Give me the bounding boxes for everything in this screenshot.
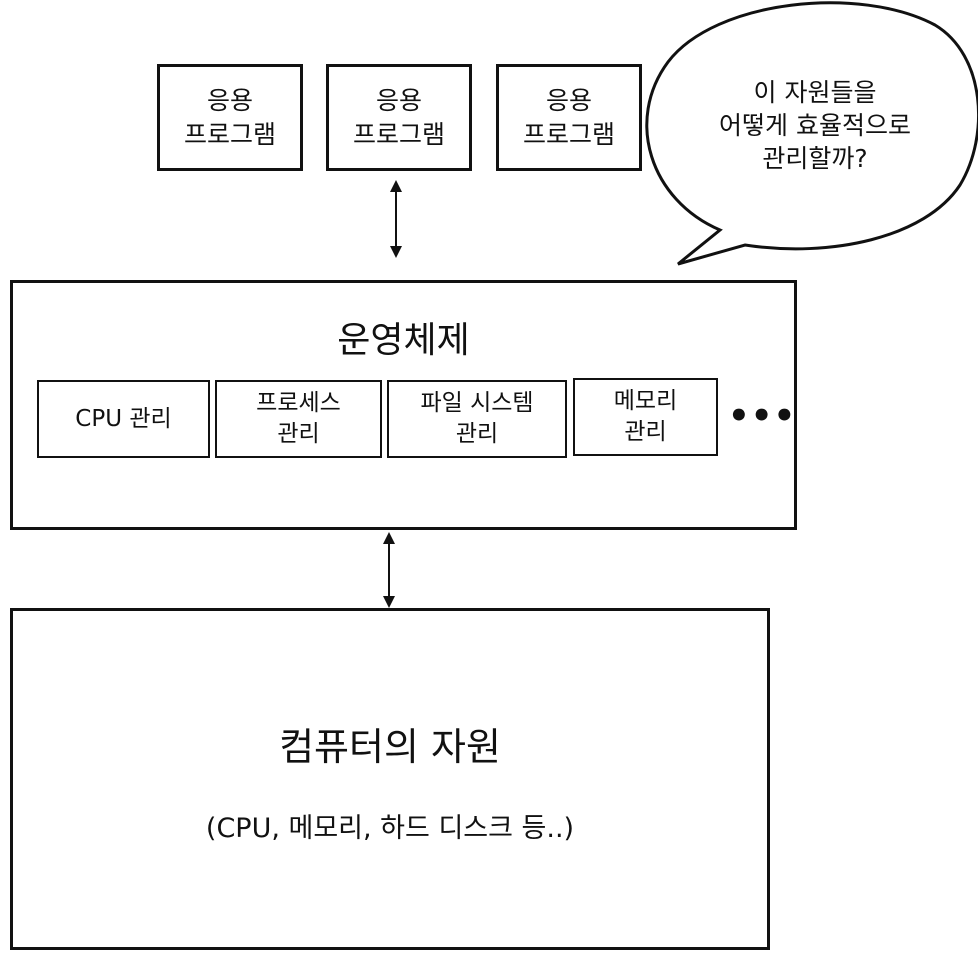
os-module-label: 메모리 — [613, 388, 678, 414]
resources-subtitle: (CPU, 메모리, 하드 디스크 등..) — [205, 813, 575, 844]
resources-title: 컴퓨터의 자원 — [279, 725, 501, 769]
arrow-apps-os — [390, 180, 402, 258]
os-module-label: 파일 시스템 — [420, 390, 534, 416]
os-module-label: 관리 — [455, 421, 499, 447]
application-label-line1: 응용 — [206, 85, 253, 115]
application-box-3: 응용 프로그램 — [496, 64, 642, 171]
speech-bubble-text: 이 자원들을 어떻게 효율적으로 관리할까? — [695, 76, 935, 175]
os-module-label: CPU 관리 — [75, 405, 172, 432]
application-box-2: 응용 프로그램 — [326, 64, 472, 171]
arrow-os-resources — [383, 532, 395, 608]
speech-bubble — [645, 1, 978, 266]
application-label-line1: 응용 — [375, 85, 422, 115]
os-module-label: 관리 — [624, 419, 667, 445]
resources-box: 컴퓨터의 자원 (CPU, 메모리, 하드 디스크 등..) — [10, 608, 770, 950]
os-module-filesystem: 파일 시스템 관리 — [387, 380, 567, 458]
application-label-line2: 프로그램 — [522, 119, 615, 149]
bubble-line-3: 관리할까? — [762, 144, 868, 173]
os-module-memory: 메모리 관리 — [573, 378, 718, 456]
os-module-label: 관리 — [277, 421, 320, 447]
os-module-cpu: CPU 관리 — [37, 380, 210, 458]
application-label-line1: 응용 — [545, 85, 592, 115]
os-box: 운영체제 CPU 관리 프로세스 관리 파일 시스템 관리 메모리 관리 ••• — [10, 280, 797, 530]
os-module-label: 프로세스 — [256, 390, 341, 416]
os-title: 운영체제 — [337, 320, 470, 361]
more-modules-ellipsis: ••• — [728, 396, 797, 436]
application-label-line2: 프로그램 — [183, 119, 276, 149]
os-module-process: 프로세스 관리 — [215, 380, 382, 458]
bubble-line-2: 어떻게 효율적으로 — [719, 111, 911, 140]
bubble-line-1: 이 자원들을 — [753, 78, 877, 107]
application-box-1: 응용 프로그램 — [157, 64, 303, 171]
application-label-line2: 프로그램 — [352, 119, 445, 149]
